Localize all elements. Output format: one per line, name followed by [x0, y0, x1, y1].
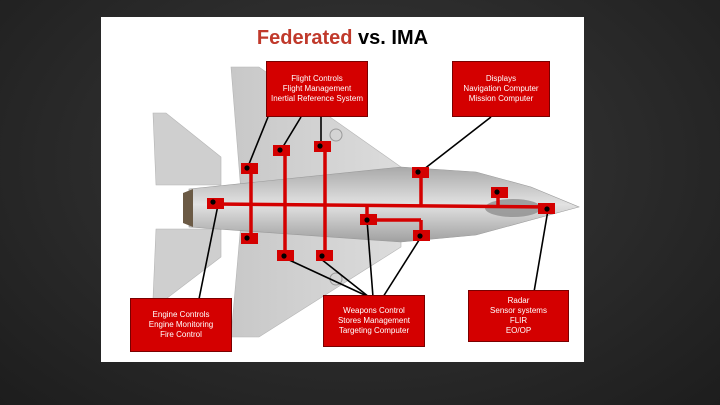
node: [538, 203, 555, 214]
box-line: Fire Control: [160, 330, 202, 339]
box-line: Sensor systems: [490, 306, 547, 315]
connector-flight-2: [280, 116, 302, 151]
connector-displays: [418, 116, 492, 174]
box-engine-controls: Engine Controls Engine Monitoring Fire C…: [130, 298, 232, 352]
box-flight-controls: Flight Controls Flight Management Inerti…: [266, 61, 368, 117]
box-line: Radar: [507, 296, 530, 305]
box-line: Weapons Control: [343, 306, 405, 315]
box-radar: Radar Sensor systems FLIR EO/OP: [468, 290, 569, 342]
connector-lines: [198, 116, 549, 300]
box-line: Targeting Computer: [338, 326, 410, 335]
node: [241, 233, 258, 244]
engine-nozzle: [183, 189, 193, 227]
box-displays: Displays Navigation Computer Mission Com…: [452, 61, 550, 117]
node: [207, 198, 224, 209]
connector-radar: [533, 209, 549, 293]
box-line: Stores Management: [337, 316, 411, 325]
roundel-upper: [329, 128, 343, 142]
node: [360, 214, 377, 225]
box-line: Displays: [485, 74, 517, 83]
box-line: Flight Management: [282, 84, 352, 93]
bus-nodes: [207, 141, 555, 261]
box-line: EO/OP: [505, 326, 532, 335]
connector-engine: [198, 199, 220, 300]
upper-tailplane: [152, 112, 222, 186]
box-line: FLIR: [509, 316, 528, 325]
federated-vs-ima-diagram: [152, 66, 580, 338]
node: [314, 141, 331, 152]
connector-weapons-2: [320, 258, 370, 298]
connector-weapons-4: [382, 236, 422, 298]
node: [412, 167, 429, 178]
node: [316, 250, 333, 261]
box-line: Inertial Reference System: [270, 94, 364, 103]
slide-title: Federated vs. IMA: [101, 27, 584, 50]
box-line: Flight Controls: [291, 74, 343, 83]
node: [277, 250, 294, 261]
slide: Federated vs. IMA: [101, 17, 584, 362]
box-weapons-control: Weapons Control Stores Management Target…: [323, 295, 425, 347]
connector-weapons-3: [366, 219, 374, 298]
connector-weapons-1: [286, 258, 370, 298]
node: [491, 187, 508, 198]
node: [241, 163, 258, 174]
title-ima: vs. IMA: [352, 27, 429, 49]
box-line: Engine Monitoring: [148, 320, 214, 329]
node: [413, 230, 430, 241]
connector-flight-1: [246, 116, 269, 170]
box-line: Engine Controls: [152, 310, 210, 319]
lower-tailplane: [152, 228, 222, 300]
box-line: Navigation Computer: [463, 84, 539, 93]
box-line: Mission Computer: [468, 94, 534, 103]
title-federated: Federated: [256, 27, 353, 49]
node: [273, 145, 290, 156]
